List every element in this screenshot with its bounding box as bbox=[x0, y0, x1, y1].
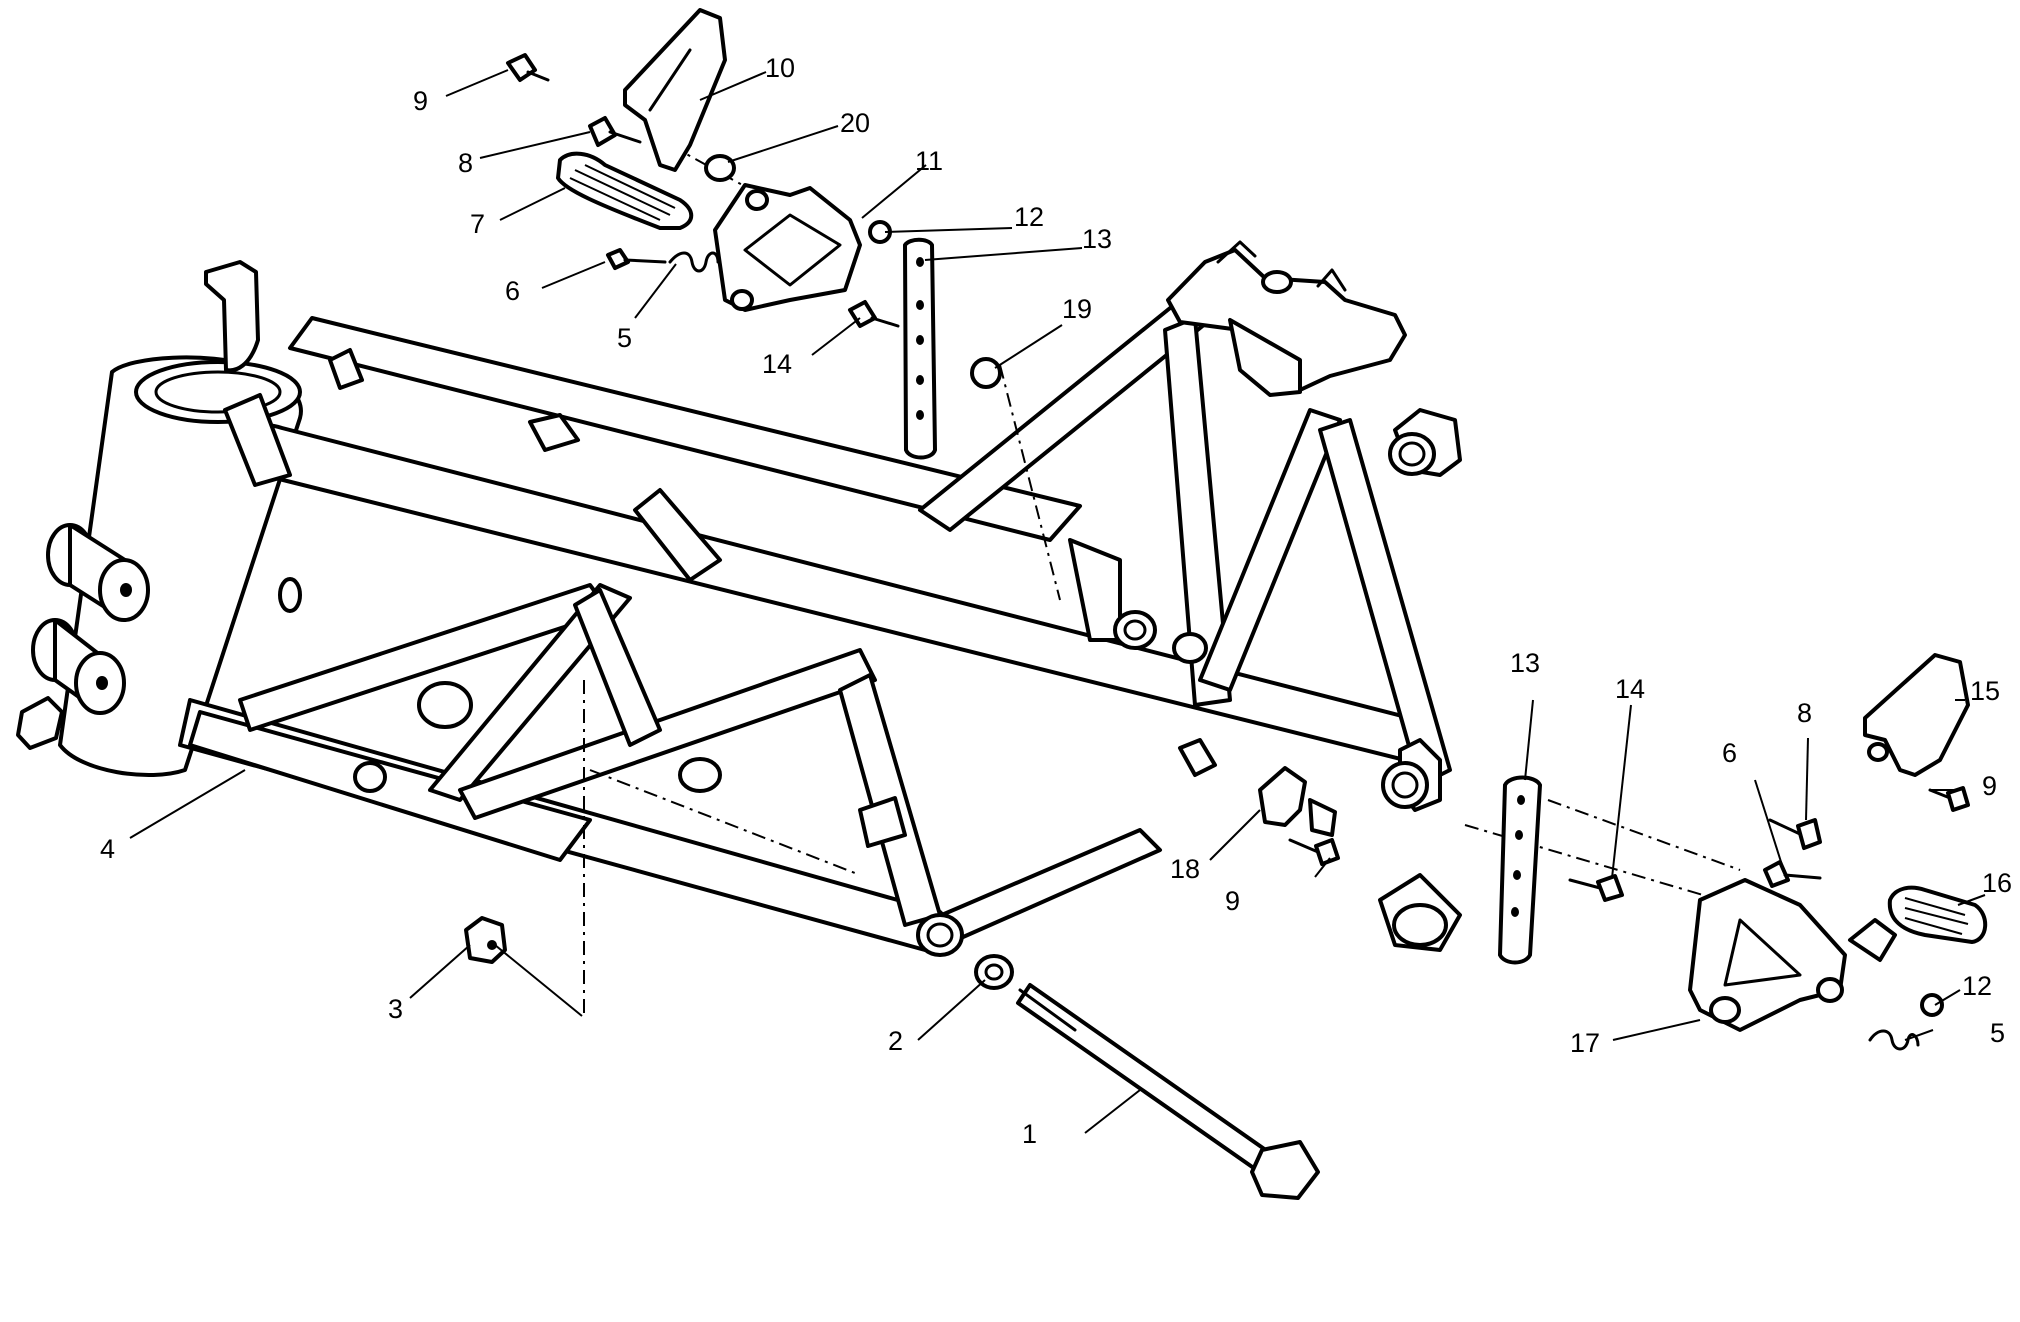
frame-part-4 bbox=[16, 240, 1462, 957]
callout-14: 14 bbox=[762, 349, 792, 379]
callout-12: 12 bbox=[1962, 971, 1992, 1001]
callout-17: 17 bbox=[1570, 1028, 1600, 1058]
callout-9: 9 bbox=[1225, 886, 1240, 916]
callout-6: 6 bbox=[1722, 738, 1737, 768]
callout-8: 8 bbox=[458, 148, 473, 178]
callout-11: 11 bbox=[915, 146, 943, 176]
callout-9: 9 bbox=[413, 86, 428, 116]
callout-10: 10 bbox=[765, 53, 795, 83]
callout-5: 5 bbox=[1990, 1018, 2005, 1048]
callout-20: 20 bbox=[840, 108, 870, 138]
callout-labels: 1 2 3 4 5 5 6 6 7 8 8 9 9 9 10 11 12 12 … bbox=[100, 53, 2012, 1149]
callout-13: 13 bbox=[1082, 224, 1112, 254]
right-footpeg-assembly bbox=[1258, 653, 1988, 1051]
callout-7: 7 bbox=[470, 209, 485, 239]
callout-9: 9 bbox=[1982, 771, 1997, 801]
callout-8: 8 bbox=[1797, 698, 1812, 728]
callout-14: 14 bbox=[1615, 674, 1645, 704]
callout-6: 6 bbox=[505, 276, 520, 306]
part-1-pivot-bolt bbox=[1016, 983, 1320, 1200]
callout-13: 13 bbox=[1510, 648, 1540, 678]
part-3-nut bbox=[464, 916, 507, 964]
callout-12: 12 bbox=[1014, 202, 1044, 232]
callout-1: 1 bbox=[1022, 1119, 1037, 1149]
left-footpeg-assembly bbox=[506, 8, 1002, 460]
callout-16: 16 bbox=[1982, 868, 2012, 898]
callout-2: 2 bbox=[888, 1026, 903, 1056]
callout-18: 18 bbox=[1170, 854, 1200, 884]
leader-lines bbox=[129, 69, 1986, 1134]
callout-4: 4 bbox=[100, 834, 115, 864]
callout-5: 5 bbox=[617, 323, 632, 353]
callout-3: 3 bbox=[388, 994, 403, 1024]
callout-15: 15 bbox=[1970, 676, 2000, 706]
callout-19: 19 bbox=[1062, 294, 1092, 324]
